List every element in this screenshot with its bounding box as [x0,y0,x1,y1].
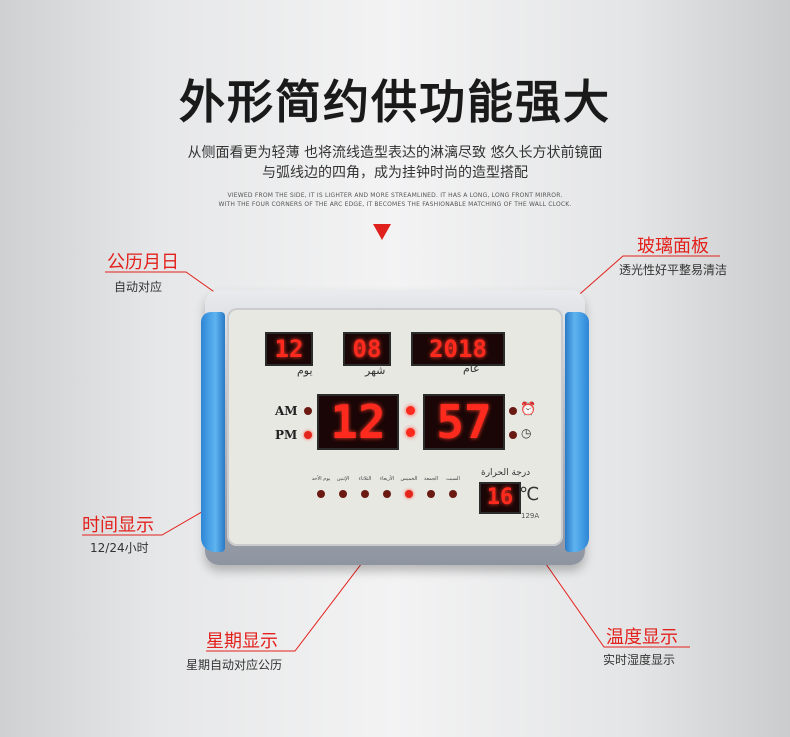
english-line-2: WITH THE FOUR CORNERS OF THE ARC EDGE, I… [218,201,572,208]
temp-callout-title: 温度显示 [606,627,678,648]
weekday-label: الإثنين [336,476,350,482]
page-title: 外形简约供功能强大 [179,75,611,129]
timer-indicator [509,431,517,439]
hours-display: 12 [317,394,399,450]
clock-icon: ◷ [521,426,532,440]
down-arrow-icon [373,224,391,240]
week-callout-title: 星期显示 [206,631,278,652]
temp-callout-desc: 实时湿度显示 [603,653,676,667]
week-callout-desc: 星期自动对应公历 [186,658,283,672]
subtitle-line-1: 从侧面看更为轻薄 也将流线造型表达的淋漓尽致 悠久长方状前镜面 [187,145,603,161]
month-label: شهر [365,364,386,377]
right-blue-trim [565,312,589,552]
glass-callout-desc: 透光性好平整易清洁 [619,263,728,277]
weekday-indicator [339,490,347,498]
pm-indicator [304,431,312,439]
model-number: 129A [521,512,540,520]
weekday-indicator [449,490,457,498]
alarm-clock-icon: ⏰ [520,402,537,417]
weekday-indicator [383,490,391,498]
minutes-display: 57 [423,394,505,450]
temperature-unit: ℃ [519,484,540,505]
temperature-display: 16 [479,482,521,514]
clock-face-panel: 12 08 2018 يوم شهر عام AM PM 12 57 ⏰ ◷ ي… [227,308,563,546]
weekday-label: يوم الأحد [311,476,331,482]
weekday-label: الجمعة [423,476,439,482]
am-label: AM [275,404,298,418]
temperature-label: درجة الحرارة [481,468,531,478]
colon-bottom [406,428,415,437]
month-display: 08 [343,332,391,366]
day-label: يوم [297,364,313,377]
weekday-label: السبت [446,476,460,482]
wall-clock-device: 12 08 2018 يوم شهر عام AM PM 12 57 ⏰ ◷ ي… [201,290,589,565]
left-blue-trim [201,312,225,552]
pm-label: PM [275,428,298,442]
date-callout-title: 公历月日 [107,252,179,273]
weekday-indicator [405,490,413,498]
date-callout-desc: 自动对应 [114,280,163,294]
day-display: 12 [265,332,313,366]
weekday-label: الخميس [400,476,418,482]
year-label: عام [463,362,480,375]
weekday-label: الأربعاء [379,476,395,482]
glass-callout-title: 玻璃面板 [637,236,709,257]
time-callout-desc: 12/24小时 [90,541,149,555]
year-display: 2018 [411,332,505,366]
am-indicator [304,407,312,415]
colon-top [406,406,415,415]
weekday-indicator [427,490,435,498]
subtitle-line-2: 与弧线边的四角，成为挂钟时尚的造型搭配 [262,165,528,181]
weekday-indicator [317,490,325,498]
time-callout-title: 时间显示 [82,515,154,536]
weekday-indicator [361,490,369,498]
weekday-label: الثلاثاء [358,476,372,482]
english-line-1: VIEWED FROM THE SIDE, IT IS LIGHTER AND … [227,192,563,199]
alarm-indicator [509,407,517,415]
